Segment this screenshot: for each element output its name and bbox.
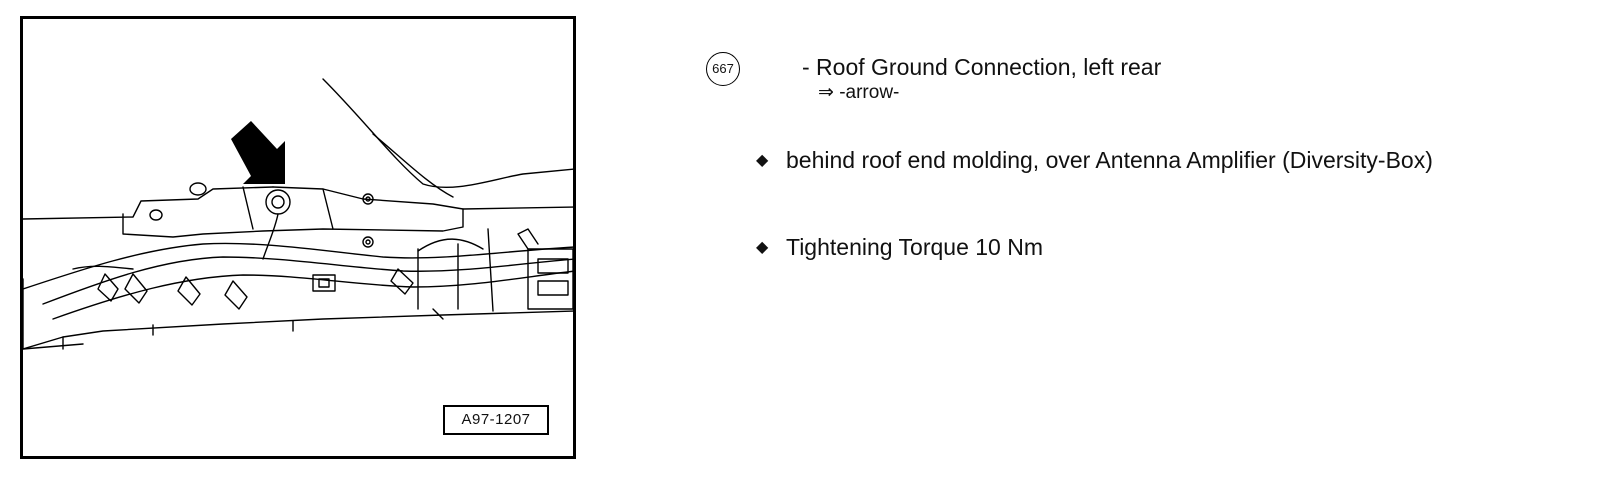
diamond-bullet-icon: ◆ <box>756 239 769 256</box>
item-reference: ⇒ -arrow- <box>818 82 900 103</box>
pointer-arrow-icon <box>231 121 285 184</box>
bullet-text: Tightening Torque 10 Nm <box>786 234 1043 260</box>
bullet-note: ◆ behind roof end molding, over Antenna … <box>756 147 1556 207</box>
illustration-frame: A97-1207 <box>20 16 576 459</box>
figure-number-label: A97-1207 <box>443 405 549 435</box>
diamond-bullet-icon: ◆ <box>756 152 769 169</box>
roof-ground-connection-illustration <box>23 78 573 350</box>
bullet-text: behind roof end molding, over Antenna Am… <box>786 147 1433 173</box>
bullet-note: ◆ Tightening Torque 10 Nm <box>756 234 1556 264</box>
item-number-badge: 667 <box>706 52 740 86</box>
item-title: - Roof Ground Connection, left rear <box>802 54 1162 80</box>
